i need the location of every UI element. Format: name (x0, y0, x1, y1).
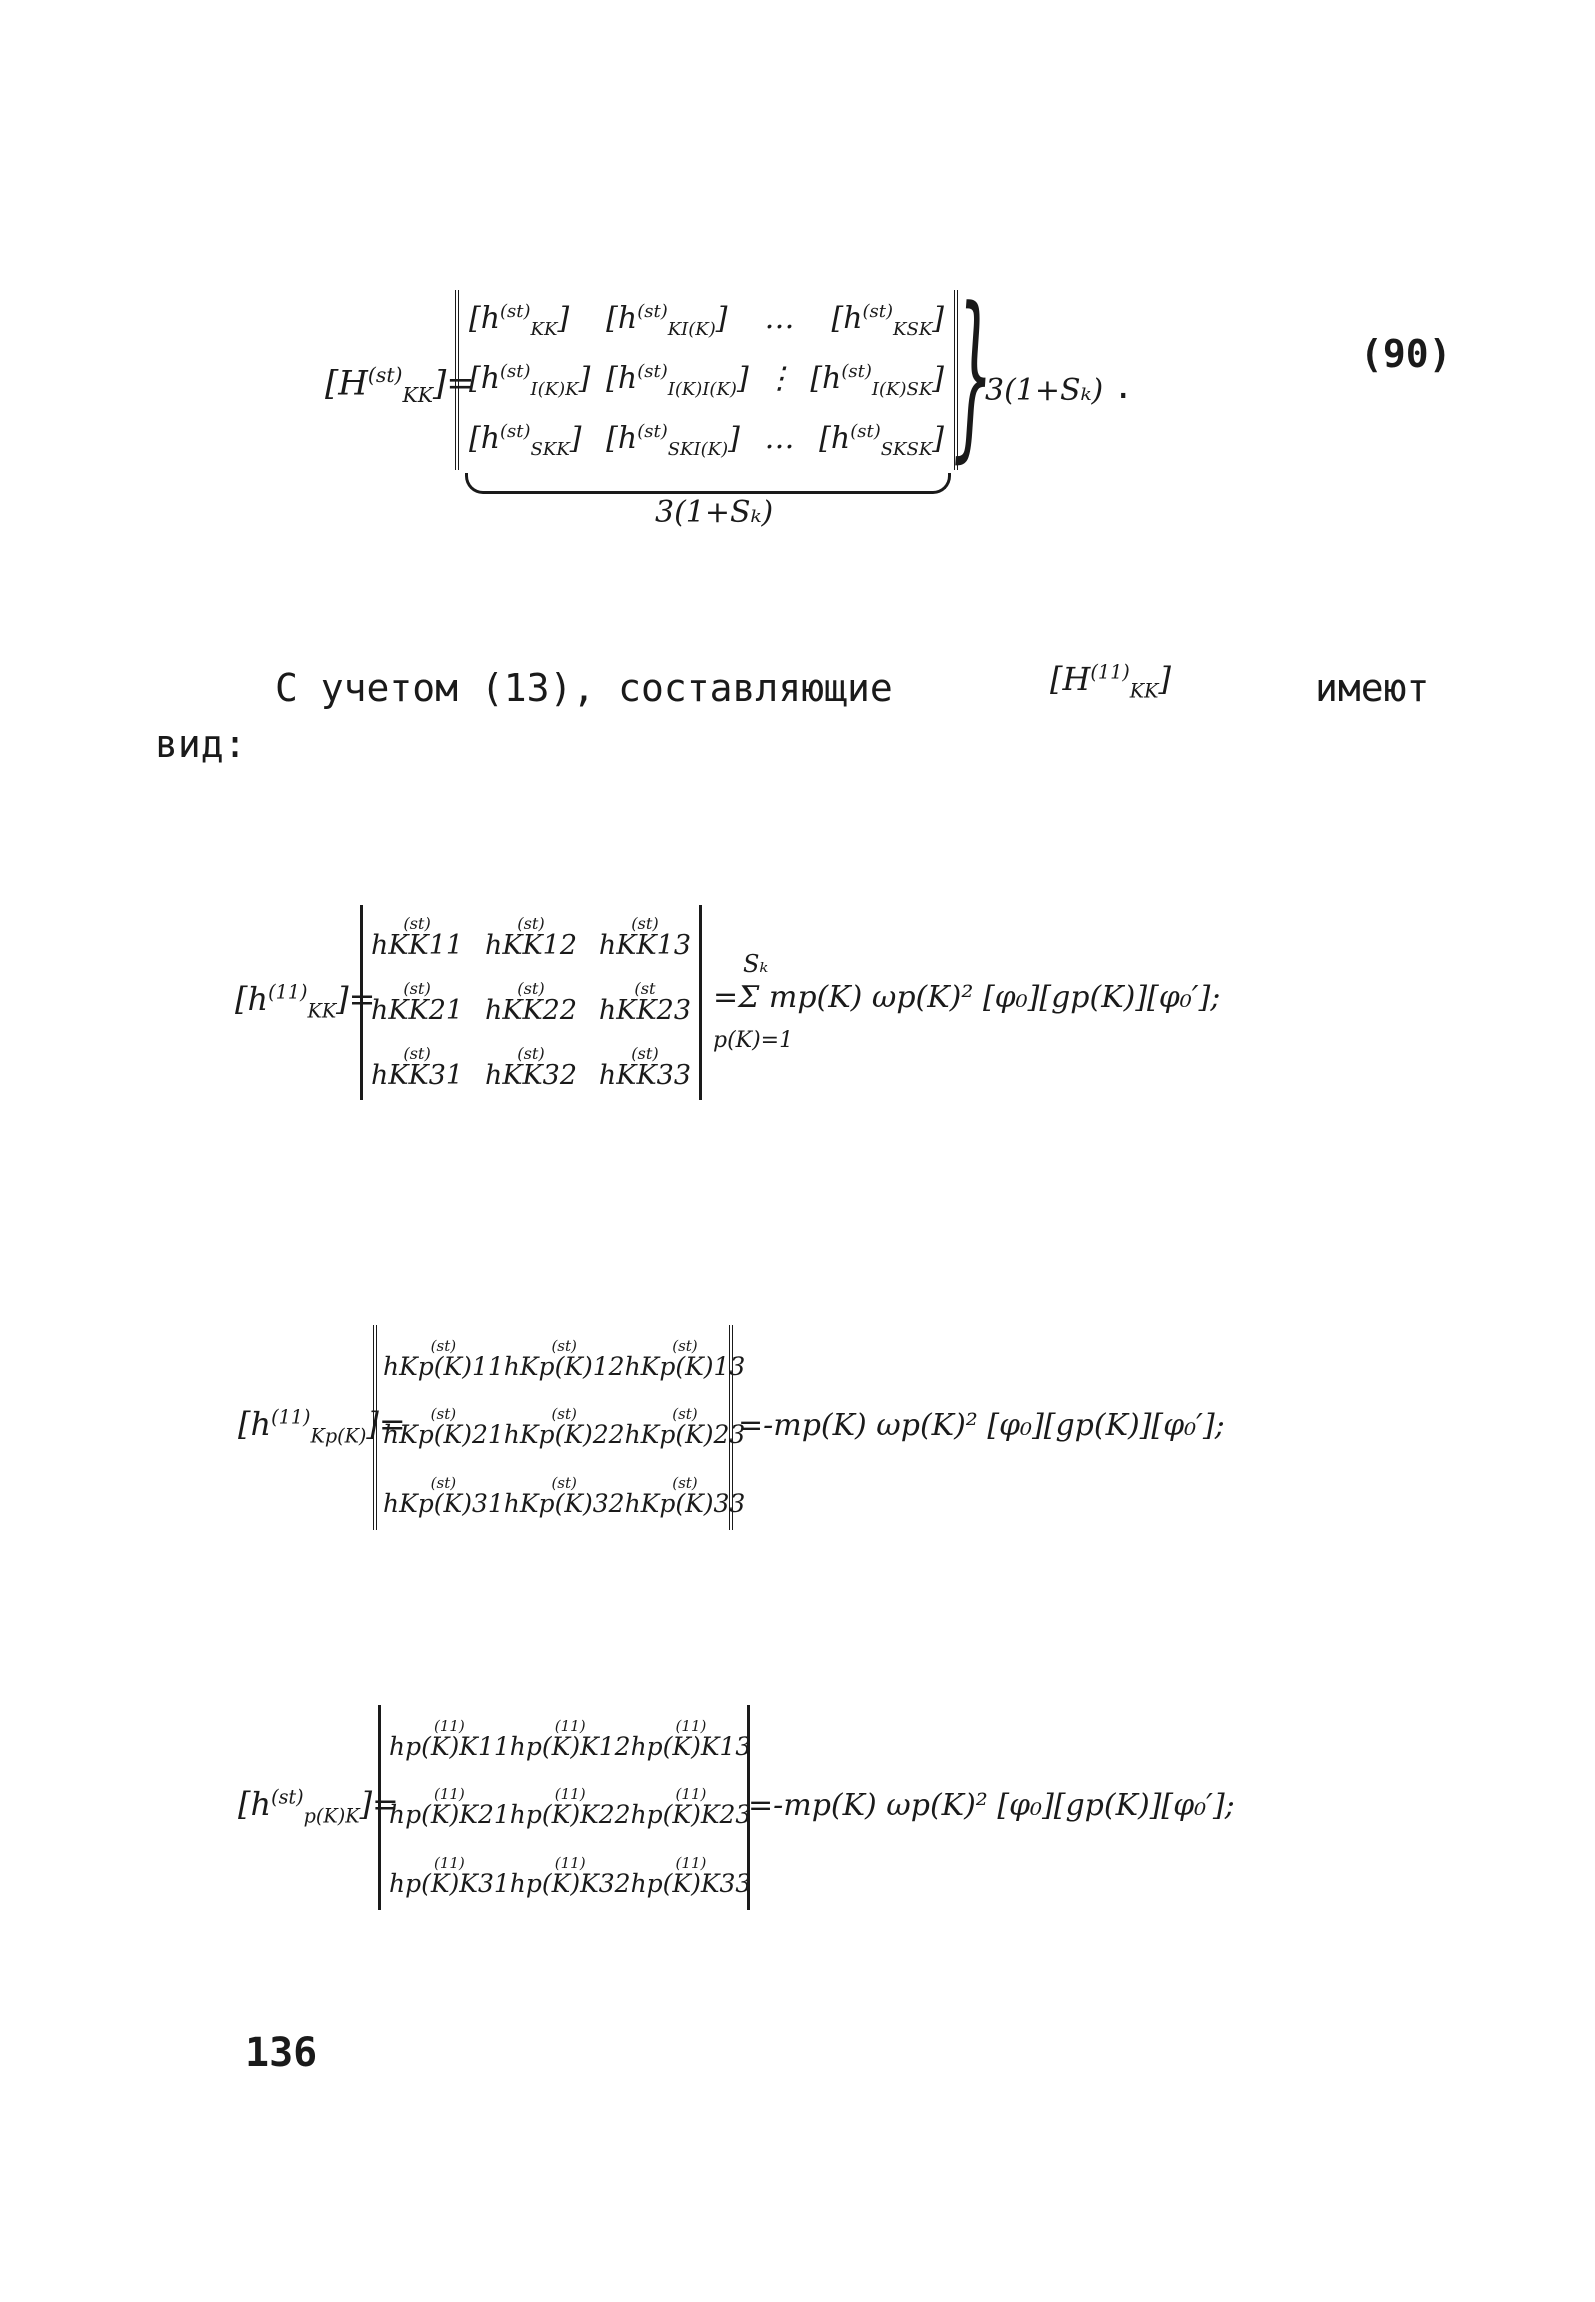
eq-b-cell-21: (st)hKp(K)21 (383, 1405, 504, 1450)
eq90-period: . (1113, 367, 1134, 407)
eq-a-row-3: (st)hKK31 (st)hKK32 (st)hKK33 (371, 1043, 691, 1092)
eq-c-cell-21: (11)hp(K)K21 (389, 1785, 510, 1830)
eq90-cell-31: [h(st)SKK] (469, 420, 582, 460)
eq-a-cell-21: (st)hKK21 (371, 978, 464, 1027)
eq-a-sum-top: Sₖ (743, 950, 769, 978)
eq-c-row-3: (11)hp(K)K31 (11)hp(K)K32 (11)hp(K)K33 (389, 1853, 751, 1898)
eq90-cell-11: [h(st)KK] (469, 300, 570, 340)
eq-a-cell-11: (st)hKK11 (371, 913, 464, 962)
eq90-matrix: [h(st)KK] [h(st)KI(K)] … [h(st)KSK] [h(s… (455, 290, 958, 470)
equation-a: [h(11)KK]= (st)hKK11 (st)hKK12 (st)hKK13… (235, 900, 1235, 1110)
eq-c-lhs: [h(st)p(K)K]= (238, 1785, 399, 1828)
eq-a-cell-12: (st)hKK12 (484, 913, 578, 962)
eq90-cell-22: [h(st)I(K)I(K)] (606, 360, 749, 400)
eq-a-cell-33: (st)hKK33 (598, 1043, 691, 1092)
eq-c-cell-22: (11)hp(K)K22 (509, 1785, 631, 1830)
equation-90: [H(st)KK]= [h(st)KK] [h(st)KI(K)] … [h(s… (325, 275, 1225, 545)
eq-c-rhs: =-mp(K) ωp(K)² [φ₀][gp(K)][φ₀′]; (748, 1788, 1235, 1823)
eq-c-cell-12: (11)hp(K)K12 (509, 1717, 631, 1762)
eq-c-cell-32: (11)hp(K)K32 (509, 1853, 631, 1898)
eq90-dim-bottom: 3(1+Sₖ) (655, 495, 774, 530)
eq-b-row-1: (st)hKp(K)11 (st)hKp(K)12 (st)hKp(K)13 (383, 1337, 745, 1382)
eq-b-cell-32: (st)hKp(K)32 (503, 1473, 625, 1518)
eq-c-cell-11: (11)hp(K)K11 (389, 1717, 510, 1762)
paragraph-text-before: С учетом (13), составляющие (275, 666, 893, 710)
eq-b-row-3: (st)hKp(K)31 (st)hKp(K)32 (st)hKp(K)33 (383, 1473, 745, 1518)
eq-b-lhs: [h(11)Kp(K)]= (238, 1405, 406, 1448)
eq-b-cell-23: (st)hKp(K)23 (624, 1405, 746, 1450)
eq-a-cell-13: (st)hKK13 (598, 913, 691, 962)
paragraph-text-after: имеют (1315, 666, 1430, 710)
eq-b-cell-13: (st)hKp(K)13 (624, 1337, 746, 1382)
page-number: 136 (245, 2030, 318, 2076)
equation-c: [h(st)p(K)K]= (11)hp(K)K11 (11)hp(K)K12 … (238, 1700, 1238, 1915)
eq-c-row-2: (11)hp(K)K21 (11)hp(K)K22 (11)hp(K)K23 (389, 1785, 751, 1830)
eq-b-cell-11: (st)hKp(K)11 (383, 1337, 504, 1382)
eq-a-cell-22: (st)hKK22 (484, 978, 578, 1027)
eq-b-matrix: (st)hKp(K)11 (st)hKp(K)12 (st)hKp(K)13 (… (373, 1325, 745, 1530)
eq90-row-2: [h(st)I(K)K] [h(st)I(K)I(K)] ⋮ [h(st)I(K… (469, 361, 944, 400)
equation-b: [h(11)Kp(K)]= (st)hKp(K)11 (st)hKp(K)12 … (238, 1320, 1238, 1535)
paragraph-line-1: С учетом (13), составляющие [H(11)KK] им… (275, 660, 1455, 720)
eq90-row-3: [h(st)SKK] [h(st)SKI(K)] … [h(st)SKSK] (469, 421, 944, 460)
eq-a-cell-32: (st)hKK32 (484, 1043, 578, 1092)
eq-c-cell-13: (11)hp(K)K13 (630, 1717, 752, 1762)
eq90-lhs: [H(st)KK]= (325, 363, 475, 408)
eq-a-rhs: =Σ mp(K) ωp(K)² [φ₀][gp(K)][φ₀′]; (713, 980, 1221, 1015)
paragraph-line-2: вид: (155, 722, 247, 766)
eq-c-cell-33: (11)hp(K)K33 (630, 1853, 752, 1898)
eq90-cell-32: [h(st)SKI(K)] (606, 420, 740, 460)
eq90-bottom-brace (465, 473, 951, 494)
eq-b-rhs: =-mp(K) ωp(K)² [φ₀][gp(K)][φ₀′]; (738, 1408, 1225, 1443)
eq-a-cell-31: (st)hKK31 (371, 1043, 464, 1092)
eq90-cell-21: [h(st)I(K)K] (469, 360, 591, 400)
eq90-cell-23: [h(st)I(K)SK] (810, 360, 944, 400)
eq-b-cell-31: (st)hKp(K)31 (383, 1473, 504, 1518)
eq-a-sum-bottom: p(K)=1 (713, 1028, 794, 1053)
equation-number-90: (90) (1360, 332, 1452, 376)
eq-a-row-1: (st)hKK11 (st)hKK12 (st)hKK13 (371, 913, 691, 962)
eq-c-matrix: (11)hp(K)K11 (11)hp(K)K12 (11)hp(K)K13 (… (378, 1705, 751, 1910)
eq90-ellipsis-3: … (764, 420, 795, 456)
eq-b-row-2: (st)hKp(K)21 (st)hKp(K)22 (st)hKp(K)23 (383, 1405, 745, 1450)
paragraph-term: [H(11)KK] (1050, 660, 1171, 703)
eq-a-matrix: (st)hKK11 (st)hKK12 (st)hKK13 (st)hKK21 … (360, 905, 702, 1100)
eq-b-cell-12: (st)hKp(K)12 (503, 1337, 625, 1382)
eq90-ellipsis-1: … (764, 300, 795, 336)
eq90-dim-right: 3(1+Sₖ) (985, 373, 1104, 408)
eq90-row-1: [h(st)KK] [h(st)KI(K)] … [h(st)KSK] (469, 301, 944, 340)
eq90-cell-13: [h(st)KSK] (831, 300, 945, 340)
eq-a-lhs: [h(11)KK]= (235, 980, 376, 1023)
eq90-cell-33: [h(st)SKSK] (819, 420, 944, 460)
eq-b-cell-33: (st)hKp(K)33 (624, 1473, 746, 1518)
eq-c-row-1: (11)hp(K)K11 (11)hp(K)K12 (11)hp(K)K13 (389, 1717, 751, 1762)
eq90-ellipsis-2: ⋮ (764, 360, 795, 396)
eq-b-cell-22: (st)hKp(K)22 (503, 1405, 625, 1450)
eq90-right-brace: } (953, 270, 994, 479)
eq90-cell-12: [h(st)KI(K)] (606, 300, 728, 340)
eq-c-cell-23: (11)hp(K)K23 (630, 1785, 752, 1830)
eq-c-cell-31: (11)hp(K)K31 (389, 1853, 510, 1898)
